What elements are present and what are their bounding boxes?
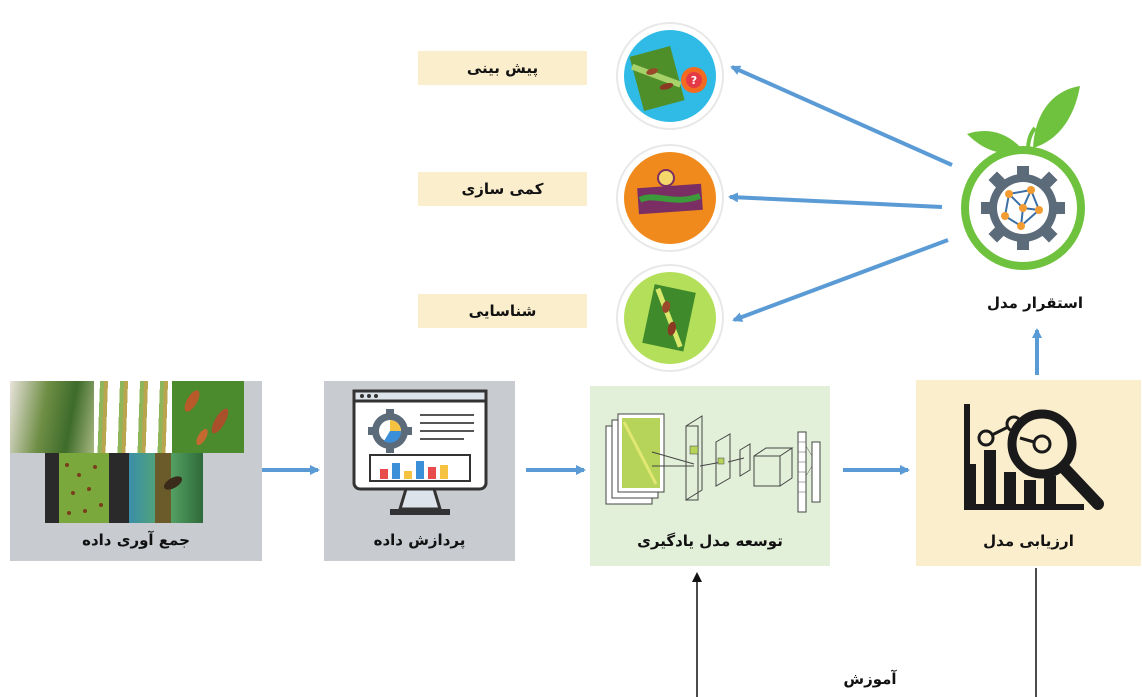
model-evaluation-stage: ارزیابی مدل (916, 380, 1141, 566)
svg-text:?: ? (691, 74, 697, 87)
quantification-node (614, 142, 726, 254)
data-collection-stage: جمع آوری داده (10, 381, 262, 561)
identification-node (614, 262, 726, 374)
deploy-node (935, 70, 1085, 290)
identification-label-box: شناسایی (418, 294, 587, 328)
data-processing-label: پردازش داده (373, 531, 466, 549)
arrow-to-prediction (730, 65, 953, 167)
prediction-circle-icon: ? (616, 22, 724, 130)
prediction-label-box: پیش بینی (418, 51, 587, 85)
leaf-photo-3 (172, 381, 244, 453)
leaf-photo-2 (94, 381, 172, 453)
arrow-to-quantification (728, 192, 943, 209)
quantification-circle-icon (616, 144, 724, 252)
cnn-architecture-icon (605, 413, 821, 513)
deploy-label: استقرار مدل (986, 294, 1084, 312)
model-development-stage: توسعه مدل یادگیری (590, 386, 830, 566)
leaf-photo-5 (129, 453, 203, 523)
deploy-gear-leaf-icon (961, 86, 1085, 270)
training-label: آموزش (843, 670, 897, 688)
model-development-label: توسعه مدل یادگیری (637, 532, 783, 550)
leaf-photo-4 (45, 453, 129, 523)
arrow-to-identification (732, 238, 949, 322)
model-evaluation-label: ارزیابی مدل (983, 532, 1074, 550)
quantification-label-box: کمی سازی (418, 172, 587, 206)
leaf-photo-1 (10, 381, 94, 453)
prediction-node: ? (614, 20, 726, 132)
data-processing-stage: پردازش داده (324, 381, 515, 561)
data-collection-label: جمع آوری داده (82, 531, 190, 549)
magnifier-chart-icon (964, 404, 1104, 510)
training-arrowhead (692, 572, 702, 582)
monitor-dashboard-icon (352, 389, 488, 515)
identification-circle-icon (616, 264, 724, 372)
